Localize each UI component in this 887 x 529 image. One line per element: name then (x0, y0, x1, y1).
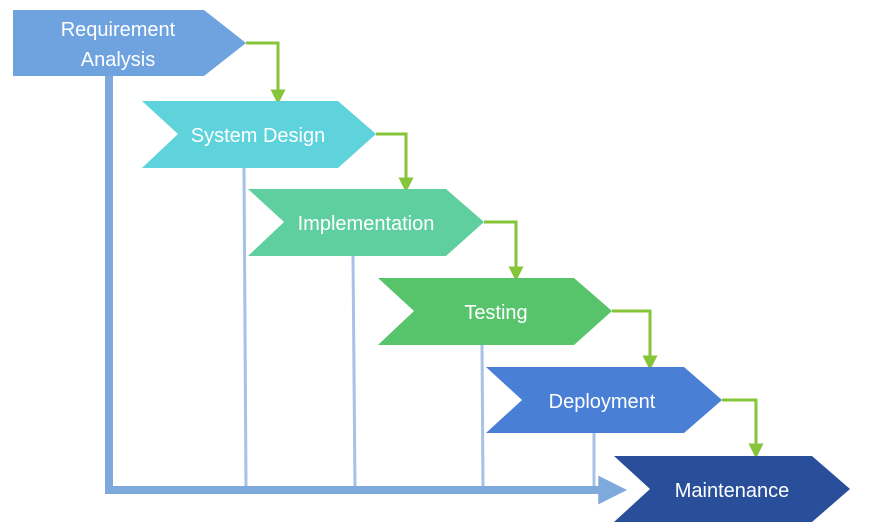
stage-shape (13, 10, 246, 76)
stage-requirement-analysis: Requirement Analysis (13, 10, 246, 76)
flow-arrow-5 (722, 398, 764, 459)
stage-maintenance: Maintenance (614, 456, 850, 522)
stage-testing: Testing (378, 278, 612, 345)
stage-label-line: Maintenance (675, 480, 790, 502)
flow-arrow-4 (612, 309, 658, 371)
stage-shape (614, 456, 850, 522)
flow-connectors (246, 41, 764, 459)
stage-deployment: Deployment (486, 367, 722, 433)
stage-label-line: System Design (191, 125, 326, 147)
stage-shape (248, 189, 484, 256)
stage-shape (142, 101, 376, 168)
stage-label-line: Analysis (81, 49, 155, 71)
stage-label-line: Requirement (61, 19, 176, 41)
stage-label-line: Testing (464, 302, 527, 324)
flow-arrow-2 (376, 132, 414, 193)
stage-shape (378, 278, 612, 345)
feedback-line-implementation (351, 255, 357, 489)
stage-label-line: Implementation (298, 213, 435, 235)
flow-arrow-1 (246, 41, 286, 105)
flow-arrow-3 (484, 220, 524, 282)
feedback-main-arrow (105, 76, 628, 505)
feedback-lines (105, 76, 628, 505)
stage-label-line: Deployment (549, 391, 656, 413)
feedback-line-testing (480, 344, 485, 489)
stage-implementation: Implementation (248, 189, 484, 256)
feedback-line-system-design (242, 167, 248, 489)
stage-shape (486, 367, 722, 433)
stage-system-design: System Design (142, 101, 376, 168)
